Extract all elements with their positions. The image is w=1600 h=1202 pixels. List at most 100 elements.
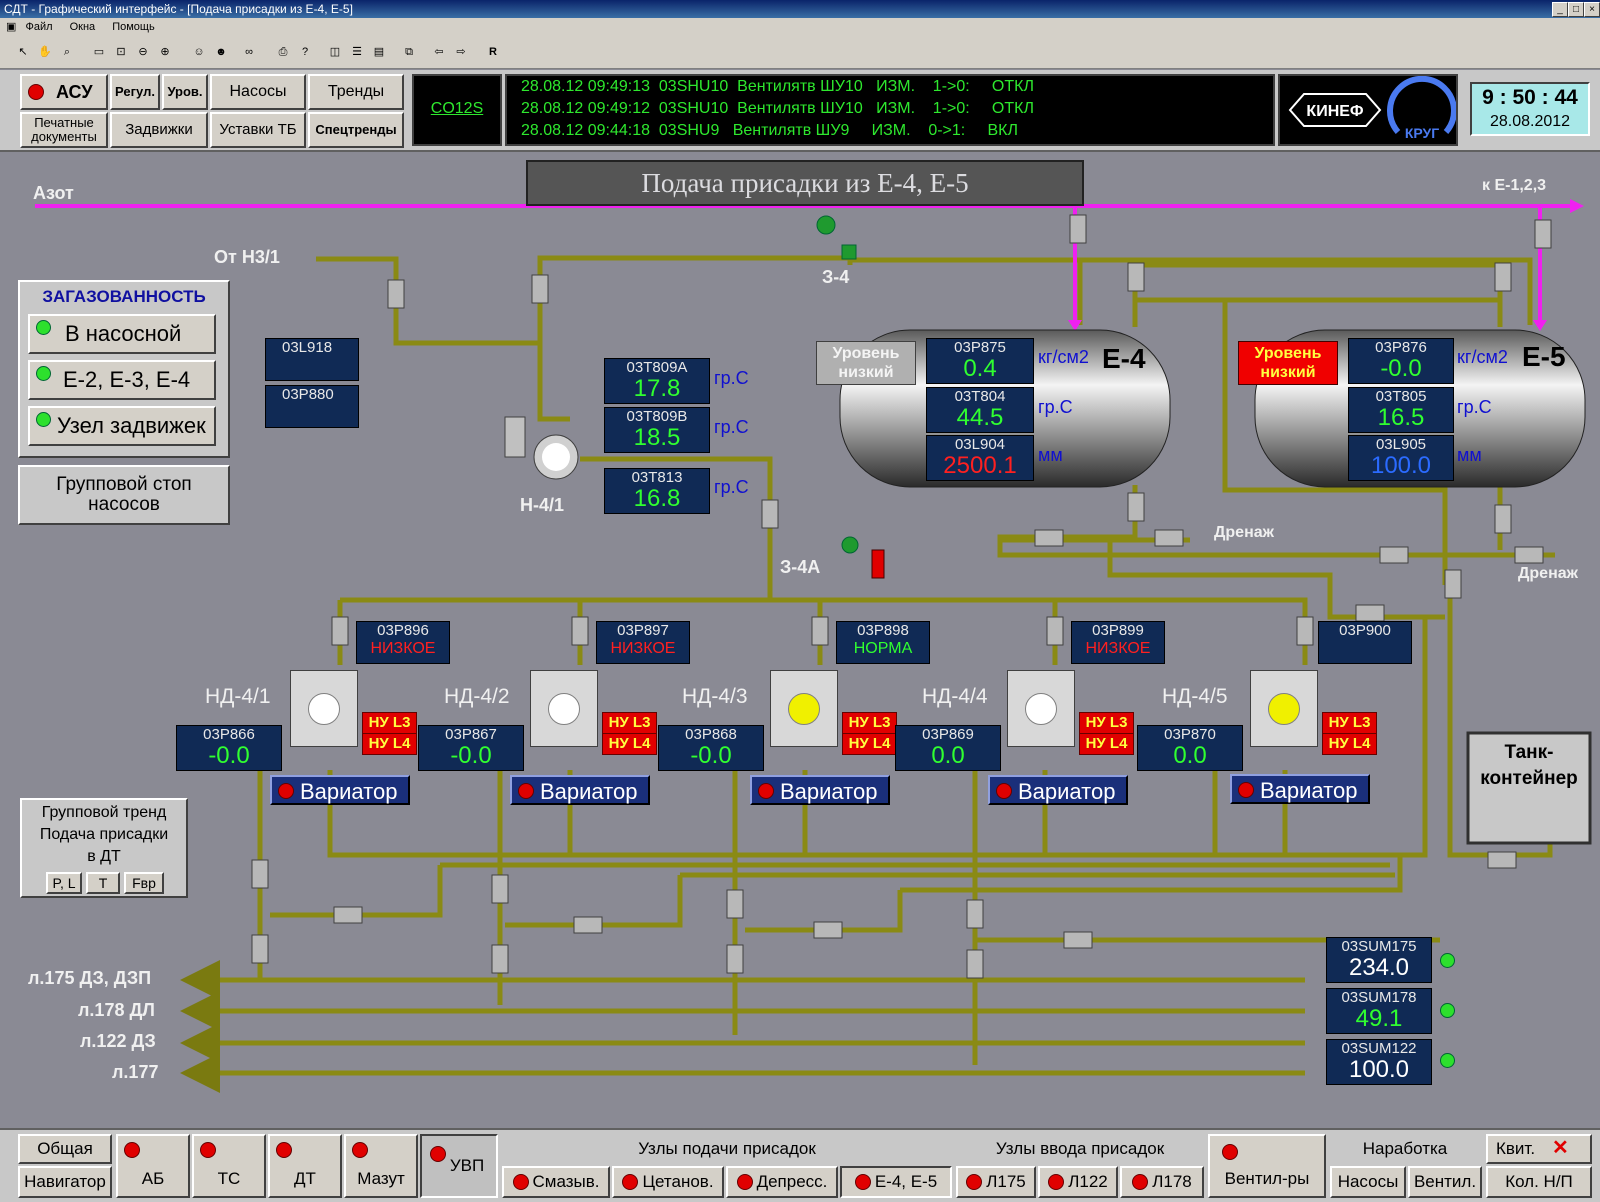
l178-button[interactable]: Л178 <box>1120 1166 1204 1198</box>
clock-time: 9 : 50 : 44 <box>1482 86 1578 109</box>
valve-icon <box>1069 214 1087 244</box>
variator-label: Вариатор <box>1260 778 1358 803</box>
l122-label: Л122 <box>1068 1172 1108 1192</box>
e5-pressure-box: 03P876-0.0 <box>1348 338 1454 384</box>
maximize-button[interactable]: □ <box>1568 2 1584 17</box>
obshaya-button[interactable]: Общая <box>18 1134 112 1164</box>
users2-icon[interactable]: ☻ <box>215 46 227 58</box>
zoom-in-icon[interactable]: ⊕ <box>160 46 170 58</box>
close-button[interactable]: × <box>1584 2 1600 17</box>
pointer-icon[interactable]: ↖ <box>18 46 28 58</box>
urov-button[interactable]: Уров. <box>162 74 208 110</box>
pump-nd43[interactable] <box>770 670 838 747</box>
dt-button[interactable]: ДТ <box>268 1134 342 1198</box>
pump-nd44[interactable] <box>1007 670 1075 747</box>
zadvizhki-button[interactable]: Задвижки <box>110 112 208 148</box>
narabotka-ventil-button[interactable]: Вентил. <box>1408 1166 1482 1198</box>
zoom-fit-icon[interactable]: ⊡ <box>116 46 126 58</box>
forward-icon[interactable]: ⇨ <box>456 46 466 58</box>
tag-label: 03L918 <box>282 339 333 356</box>
actuator-z4-icon <box>816 215 836 235</box>
label-to-e: к Е-1,2,3 <box>1482 177 1547 194</box>
variator-button[interactable]: Вариатор <box>1230 774 1370 804</box>
layout3-icon[interactable]: ▤ <box>373 46 385 58</box>
variator-button[interactable]: Вариатор <box>750 775 890 805</box>
zoom-1to1-icon[interactable]: ▭ <box>93 46 105 58</box>
menu-file[interactable]: Файл <box>25 21 53 33</box>
variator-button[interactable]: Вариатор <box>988 775 1128 805</box>
narabotka-nasosy-button[interactable]: Насосы <box>1330 1166 1406 1198</box>
cetanov-button[interactable]: Цетанов. <box>612 1166 724 1198</box>
l175-button[interactable]: Л175 <box>956 1166 1036 1198</box>
magnifier-icon[interactable]: ⌕ <box>63 46 71 58</box>
layout2-icon[interactable]: ☰ <box>352 46 362 58</box>
dt-label: ДТ <box>294 1169 316 1189</box>
minimize-button[interactable]: _ <box>1552 2 1568 17</box>
uvp-button[interactable]: УВП <box>420 1134 498 1198</box>
gas-pump-room-button[interactable]: В насосной <box>28 314 216 354</box>
gas-valve-node-button[interactable]: Узел задвижек <box>28 406 216 446</box>
binoculars-icon[interactable]: ∞ <box>245 46 253 58</box>
valve-icon <box>966 949 984 979</box>
variator-button[interactable]: Вариатор <box>270 775 410 805</box>
back-icon[interactable]: ⇦ <box>434 46 444 58</box>
print-icon[interactable]: ⎙ <box>278 46 288 58</box>
pressure-status: НИЗКОЕ <box>370 640 436 657</box>
trend-pl-button[interactable]: P, L <box>46 872 82 894</box>
kolnp-button[interactable]: Кол. Н/П <box>1486 1166 1592 1198</box>
group-stop-button[interactable]: Групповой стоп насосов <box>18 465 230 525</box>
navigator-button[interactable]: Навигатор <box>18 1166 112 1198</box>
l122-button[interactable]: Л122 <box>1038 1166 1118 1198</box>
trendy-button[interactable]: Тренды <box>308 74 404 110</box>
hand-icon[interactable]: ✋ <box>38 46 52 58</box>
depress-button[interactable]: Депресс. <box>726 1166 838 1198</box>
ts-button[interactable]: ТС <box>192 1134 266 1198</box>
zoom-out-icon[interactable]: ⊖ <box>138 46 148 58</box>
e4-e5-button[interactable]: Е-4, Е-5 <box>840 1166 952 1198</box>
valve-icon <box>1494 262 1512 292</box>
users-icon[interactable]: ☺ <box>193 46 205 58</box>
tag-label: 03P897 <box>617 622 669 639</box>
gas-e2-e3-e4-button[interactable]: Е-2, Е-3, Е-4 <box>28 360 216 400</box>
tag-label: 03P899 <box>1092 622 1144 639</box>
asu-button[interactable]: АСУ <box>20 74 108 110</box>
menu-help[interactable]: Помощь <box>112 21 155 33</box>
r-icon[interactable]: R <box>489 46 497 58</box>
ab-button[interactable]: АБ <box>116 1134 190 1198</box>
valve-icon <box>1063 931 1093 949</box>
e5-level-alarm: Уровень низкий <box>1238 341 1338 385</box>
ventilry-button[interactable]: Вентил-ры <box>1208 1134 1326 1198</box>
tag-value: 44.5 <box>956 404 1004 431</box>
menu-windows[interactable]: Окна <box>69 21 96 33</box>
help-icon[interactable]: ? <box>301 46 309 58</box>
smazyv-button[interactable]: Смазыв. <box>502 1166 610 1198</box>
trend-fvr-button[interactable]: Fвр <box>124 872 164 894</box>
layout1-icon[interactable]: ◫ <box>329 46 341 58</box>
window-icon[interactable]: ⧉ <box>405 46 413 58</box>
pump-nd45[interactable] <box>1250 670 1318 747</box>
pump-name: НД-4/2 <box>444 685 510 708</box>
nu-l4-badge: НУ L4 <box>602 733 657 755</box>
valve-icon <box>726 889 744 919</box>
temp-unit: гр.С <box>714 477 749 497</box>
trend-t-button[interactable]: T <box>86 872 120 894</box>
variator-alarm-icon <box>758 783 774 799</box>
e5-level-unit: мм <box>1457 445 1482 465</box>
variator-button[interactable]: Вариатор <box>510 775 650 805</box>
alarm-icon <box>124 1142 140 1158</box>
mazut-button[interactable]: Мазут <box>344 1134 418 1198</box>
spectrendy-button[interactable]: Спецтренды <box>308 112 404 148</box>
pump-nd41[interactable] <box>290 670 358 747</box>
group-trend-line: Групповой тренд <box>41 804 167 821</box>
kvit-button[interactable]: Квит.✕ <box>1486 1134 1592 1164</box>
ustavki-button[interactable]: Уставки ТБ <box>210 112 306 148</box>
variator-label: Вариатор <box>1018 779 1116 804</box>
regul-button[interactable]: Регул. <box>110 74 160 110</box>
co-link[interactable]: CO12S <box>412 74 502 146</box>
pump-status-icon <box>548 693 580 725</box>
pump-nd42[interactable] <box>530 670 598 747</box>
nasosy-button[interactable]: Насосы <box>210 74 306 110</box>
